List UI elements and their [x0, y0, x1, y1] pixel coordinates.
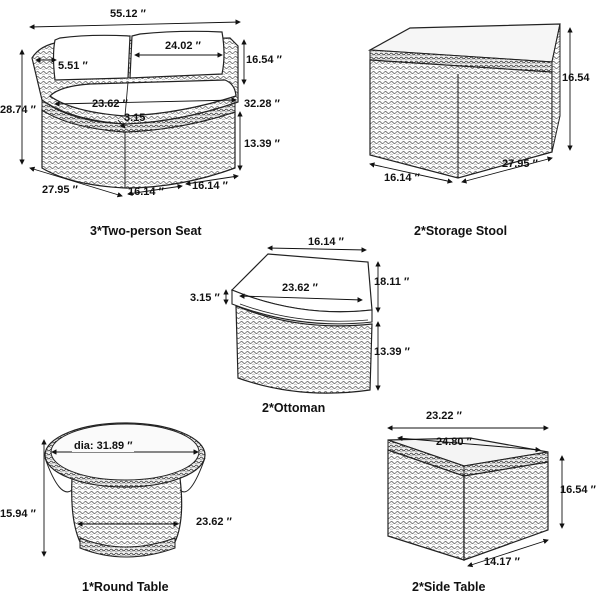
seat-total-height-label: 28.74 ″ — [0, 104, 36, 116]
seat-caption: 3*Two-person Seat — [90, 224, 202, 238]
ottoman-top-front-label: 23.62 ″ — [282, 282, 318, 294]
stool-dimension-lines — [369, 27, 573, 184]
stool-caption: 2*Storage Stool — [414, 224, 508, 238]
ottoman-depth-label: 18.11 ″ — [374, 276, 410, 288]
stool-length-label: 27.95 ″ — [502, 158, 538, 170]
seat-front-b-label: 16.14 ″ — [192, 180, 228, 192]
stool-height-label: 16.54 — [562, 72, 590, 84]
side-table-height-label: 16.54 ″ — [560, 484, 596, 496]
side-table-top-depth-label: 24.80 ″ — [436, 436, 472, 448]
ottoman-drawing — [230, 253, 373, 394]
side-table-dimension-lines — [387, 425, 565, 568]
stool-drawing — [367, 23, 561, 179]
seat-back-height-label: 16.54 ″ — [246, 54, 282, 66]
ottoman-top-back-label: 16.14 ″ — [308, 236, 344, 248]
seat-seat-height-label: 13.39 ″ — [244, 138, 280, 150]
seat-depth-label: 23.62 ″ — [92, 98, 128, 110]
side-table-caption: 2*Side Table — [412, 580, 486, 594]
seat-arm-label: 5.51 ″ — [58, 60, 88, 72]
seat-width-label: 55.12 ″ — [110, 8, 146, 20]
seat-back-length-label: 24.02 ″ — [165, 40, 201, 52]
round-table-dimension-lines — [41, 439, 199, 557]
round-table-base-label: 23.62 ″ — [196, 516, 232, 528]
ottoman-cushion-label: 3.15 ″ — [190, 292, 220, 304]
seat-dimension-lines — [19, 19, 247, 198]
ottoman-caption: 2*Ottoman — [262, 401, 326, 415]
stool-width-label: 16.14 ″ — [384, 172, 420, 184]
ottoman-height-label: 13.39 ″ — [374, 346, 410, 358]
seat-seat-depth-label: 32.28 ″ — [244, 98, 280, 110]
ottoman-dimension-lines — [223, 245, 381, 391]
seat-cushion-label: 3.15 — [124, 112, 146, 124]
round-table-caption: 1*Round Table — [82, 580, 169, 594]
round-table-diameter-label: dia: 31.89 ″ — [72, 440, 135, 452]
round-table-height-label: 15.94 ″ — [0, 508, 36, 520]
seat-side-label: 27.95 ″ — [42, 184, 78, 196]
side-table-bottom-label: 14.17 ″ — [484, 556, 520, 568]
side-table-top-width-label: 23.22 ″ — [426, 410, 462, 422]
side-table-drawing — [387, 437, 549, 561]
seat-front-a-label: 16.14 ″ — [128, 186, 164, 198]
